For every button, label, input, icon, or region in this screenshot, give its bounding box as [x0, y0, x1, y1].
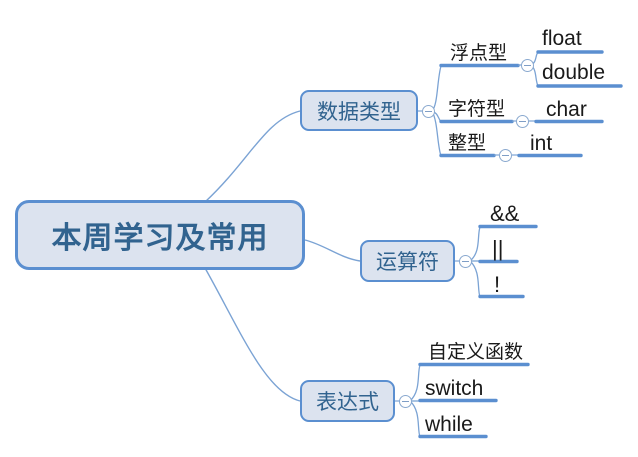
connector-to-and	[469, 226, 481, 262]
connector-root-to-datatype	[204, 110, 301, 203]
collapse-toggle-character-icon[interactable]	[516, 115, 529, 128]
leaf-integer-type[interactable]: 整型	[448, 134, 486, 153]
leaf-logical-or[interactable]: ||	[492, 238, 503, 260]
leaf-float-label: float	[542, 27, 582, 50]
leaf-switch[interactable]: switch	[425, 378, 483, 399]
leaf-logical-not-label: !	[494, 272, 501, 297]
root-node-label: 本周学习及常用	[51, 222, 269, 255]
collapse-toggle-datatype-icon[interactable]	[422, 105, 435, 118]
collapse-toggle-floating-point-icon[interactable]	[521, 59, 534, 72]
connector-root-to-expression	[204, 267, 301, 402]
leaf-switch-label: switch	[425, 377, 484, 400]
leaf-floating-point-type[interactable]: 浮点型	[450, 44, 507, 63]
leaf-integer-type-label: 整型	[448, 133, 487, 154]
branch-node-datatype-label: 数据类型	[317, 100, 401, 124]
connector-to-while	[409, 400, 421, 438]
branch-node-operator[interactable]: 运算符	[360, 240, 455, 282]
connector-root-to-operator	[304, 239, 361, 262]
branch-node-expression[interactable]: 表达式	[300, 380, 395, 422]
leaf-while[interactable]: while	[425, 414, 473, 435]
leaf-char[interactable]: char	[546, 99, 587, 120]
collapse-toggle-operator-icon[interactable]	[459, 255, 472, 268]
leaf-while-label: while	[425, 413, 473, 436]
branch-node-operator-label: 运算符	[376, 251, 439, 274]
leaf-user-defined-function[interactable]: 自定义函数	[428, 343, 523, 362]
collapse-toggle-expression-icon[interactable]	[399, 395, 412, 408]
connector-datatype-to-int-group	[431, 110, 442, 157]
leaf-character-type[interactable]: 字符型	[448, 100, 505, 119]
leaf-float[interactable]: float	[542, 28, 582, 49]
connector-datatype-to-float-group	[431, 65, 442, 112]
leaf-character-type-label: 字符型	[448, 99, 506, 120]
leaf-int[interactable]: int	[530, 133, 552, 154]
connector-to-userfunc	[409, 364, 421, 402]
leaf-logical-not[interactable]: !	[494, 274, 500, 296]
leaf-logical-and[interactable]: &&	[490, 203, 519, 225]
leaf-user-defined-function-label: 自定义函数	[428, 342, 524, 363]
branch-node-datatype[interactable]: 数据类型	[300, 90, 418, 131]
leaf-char-label: char	[546, 98, 587, 121]
connector-to-not	[469, 260, 481, 298]
root-node[interactable]: 本周学习及常用	[15, 200, 305, 270]
leaf-int-label: int	[530, 132, 553, 155]
branch-node-expression-label: 表达式	[316, 391, 379, 414]
leaf-double-label: double	[542, 61, 606, 84]
leaf-floating-point-type-label: 浮点型	[450, 43, 508, 64]
collapse-toggle-integer-icon[interactable]	[499, 149, 512, 162]
leaf-logical-and-label: &&	[490, 201, 520, 226]
leaf-double[interactable]: double	[542, 62, 605, 83]
leaf-logical-or-label: ||	[492, 236, 504, 261]
